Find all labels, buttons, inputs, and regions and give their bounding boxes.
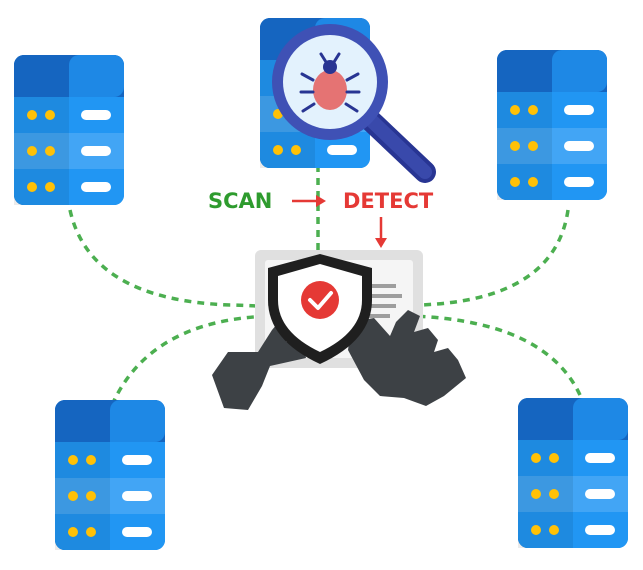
bug-icon — [299, 52, 361, 113]
arrow-right-icon — [292, 195, 326, 207]
server-icon — [55, 400, 165, 550]
server-icon — [14, 55, 124, 205]
shield-check-icon — [268, 254, 372, 364]
server-icon — [497, 50, 607, 200]
hands-icon — [212, 310, 466, 410]
detect-label: DETECT — [343, 189, 434, 213]
arrow-down-icon — [375, 217, 387, 248]
scan-label: SCAN — [208, 189, 272, 213]
right-hand — [348, 310, 466, 406]
left-hand — [212, 318, 306, 410]
magnifying-glass-icon — [272, 24, 436, 183]
server-icon — [518, 398, 628, 548]
connector-top-right — [339, 209, 570, 314]
